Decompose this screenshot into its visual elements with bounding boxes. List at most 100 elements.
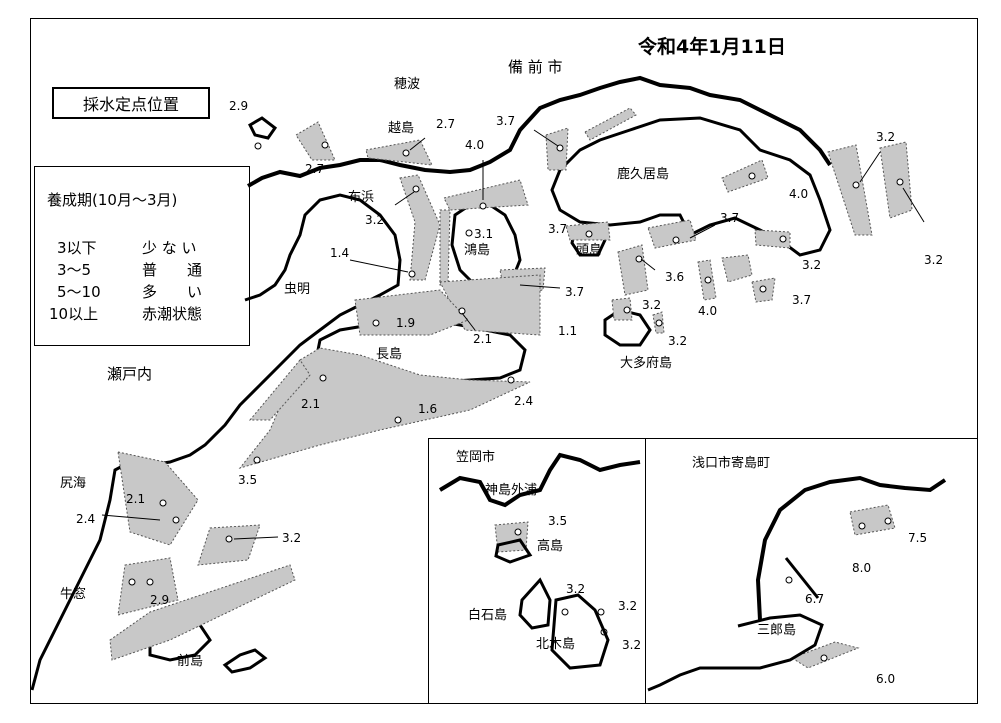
station-value: 3.2 [365, 213, 385, 227]
area-kojima-w [439, 209, 451, 286]
station-value: 3.5 [548, 514, 568, 528]
area-kasiwa-4 [617, 244, 649, 296]
area-shirumi-e [197, 524, 261, 566]
inset-kasaoka [428, 438, 646, 704]
area-west-1 [248, 359, 311, 421]
place-saburojima: 三郎島 [757, 623, 797, 638]
map-title-box: 採水定点位置 [52, 87, 210, 119]
place-kakuijima: 鹿久居島 [617, 167, 670, 182]
place-ushimado: 牛窓 [60, 587, 87, 602]
station-value: 1.1 [558, 324, 578, 338]
station-value: 4.0 [789, 187, 809, 201]
station-value: 4.0 [698, 304, 718, 318]
inset-kasaoka-kitagi [550, 593, 610, 670]
legend-status: 普 通 [142, 261, 203, 279]
station-value: 3.7 [792, 293, 812, 307]
station-value: 2.9 [150, 593, 170, 607]
station-value: 3.2 [642, 298, 662, 312]
place-kashiragashima: 頭島 [576, 243, 603, 258]
station-value: 2.7 [436, 117, 456, 131]
place-kojima: 鴻島 [464, 243, 491, 258]
inset-kasaoka-shiraishi [518, 577, 552, 630]
legend-status: 少 な い [142, 239, 197, 257]
station-value: 2.9 [229, 99, 249, 113]
station-value: 1.4 [330, 246, 350, 260]
station-value: 3.2 [876, 130, 896, 144]
area-kojima-n [443, 179, 529, 211]
station-value: 1.6 [418, 402, 438, 416]
place-koshijima: 越島 [388, 121, 415, 136]
place-maejima: 前島 [177, 654, 204, 669]
area-kojima-s [439, 274, 541, 336]
station-value: 3.2 [802, 258, 822, 272]
legend-row: 10以上 赤潮状態 [47, 303, 247, 323]
station-value: 3.2 [622, 638, 642, 652]
place-bizen: 備 前 市 [508, 58, 563, 76]
station-value: 3.7 [720, 211, 740, 225]
place-kitagijima: 北木島 [536, 637, 576, 652]
area-otabu-1 [611, 297, 633, 321]
place-hoha: 穂波 [394, 77, 421, 92]
inset-asakuchi-coast [755, 475, 947, 621]
station-value: 2.4 [76, 512, 96, 526]
place-mushiake: 虫明 [284, 282, 311, 297]
area-east-1 [827, 144, 873, 236]
coastline-bizen [247, 75, 832, 188]
station-value: 3.2 [618, 599, 638, 613]
area-bizen-2 [584, 107, 637, 141]
station-value: 2.1 [126, 492, 146, 506]
area-kakuiji-e [721, 159, 769, 193]
station-value: 3.2 [924, 253, 944, 267]
coastline-westpen [30, 193, 402, 691]
station-value: 7.5 [908, 531, 928, 545]
place-konoshima: 神島外浦 [485, 483, 538, 498]
station-value: 2.4 [514, 394, 534, 408]
station-value: 6.7 [805, 592, 825, 606]
legend-row: 3以下 少 な い [47, 237, 247, 257]
place-otabujima: 大多府島 [620, 356, 673, 371]
area-koshijima [365, 139, 433, 166]
place-shirumi: 尻海 [60, 476, 87, 491]
coastline-kakuijima [550, 116, 832, 257]
inset-kasaoka-takashima [494, 538, 533, 564]
legend-row: 3～5 普 通 [47, 259, 247, 279]
inset-asakuchi [645, 438, 978, 704]
legend-range: 3～5 [57, 261, 92, 279]
legend-row: 5～10 多 い [47, 281, 247, 301]
legend-title: 養成期(10月～3月) [47, 191, 178, 209]
station-value: 3.2 [668, 334, 688, 348]
station-value: 3.5 [238, 473, 258, 487]
station-value: 3.2 [282, 531, 302, 545]
coastline-hoha [248, 116, 278, 140]
station-value: 1.9 [396, 316, 416, 330]
station-value: 6.0 [876, 672, 896, 686]
legend-range: 3以下 [57, 239, 97, 257]
station-value: 4.0 [465, 138, 485, 152]
inset-kasaoka-coast [438, 452, 641, 508]
place-takashima: 高島 [537, 539, 564, 554]
legend-range: 10以上 [49, 305, 99, 323]
place-nunohama: 布浜 [348, 190, 375, 205]
place-setouchi: 瀬戸内 [107, 365, 153, 383]
area-mushiake [354, 289, 469, 336]
inset-asakuchi-saburo [647, 613, 824, 692]
map-title: 採水定点位置 [82, 95, 179, 114]
station-value: 3.1 [474, 227, 494, 241]
coastline-maejima-2 [222, 648, 268, 674]
date-label: 令和4年1月11日 [638, 36, 786, 58]
station-value: 8.0 [852, 561, 872, 575]
area-hoha-west [295, 121, 336, 161]
station-value: 3.7 [565, 285, 585, 299]
legend-range: 5～10 [57, 283, 101, 301]
area-kasiwa-6 [721, 254, 753, 283]
area-nagashima-s [238, 347, 531, 469]
station-value: 3.7 [496, 114, 516, 128]
legend-status: 多 い [142, 283, 203, 301]
station-value: 2.1 [473, 332, 493, 346]
legend-box: 養成期(10月～3月) 3以下 少 な い 3～5 普 通 5～10 多 い 1… [34, 166, 250, 346]
station-value: 3.6 [665, 270, 685, 284]
area-nunohama [399, 174, 441, 281]
area-kasiwa-2 [647, 219, 697, 249]
station-value: 3.2 [566, 582, 586, 596]
